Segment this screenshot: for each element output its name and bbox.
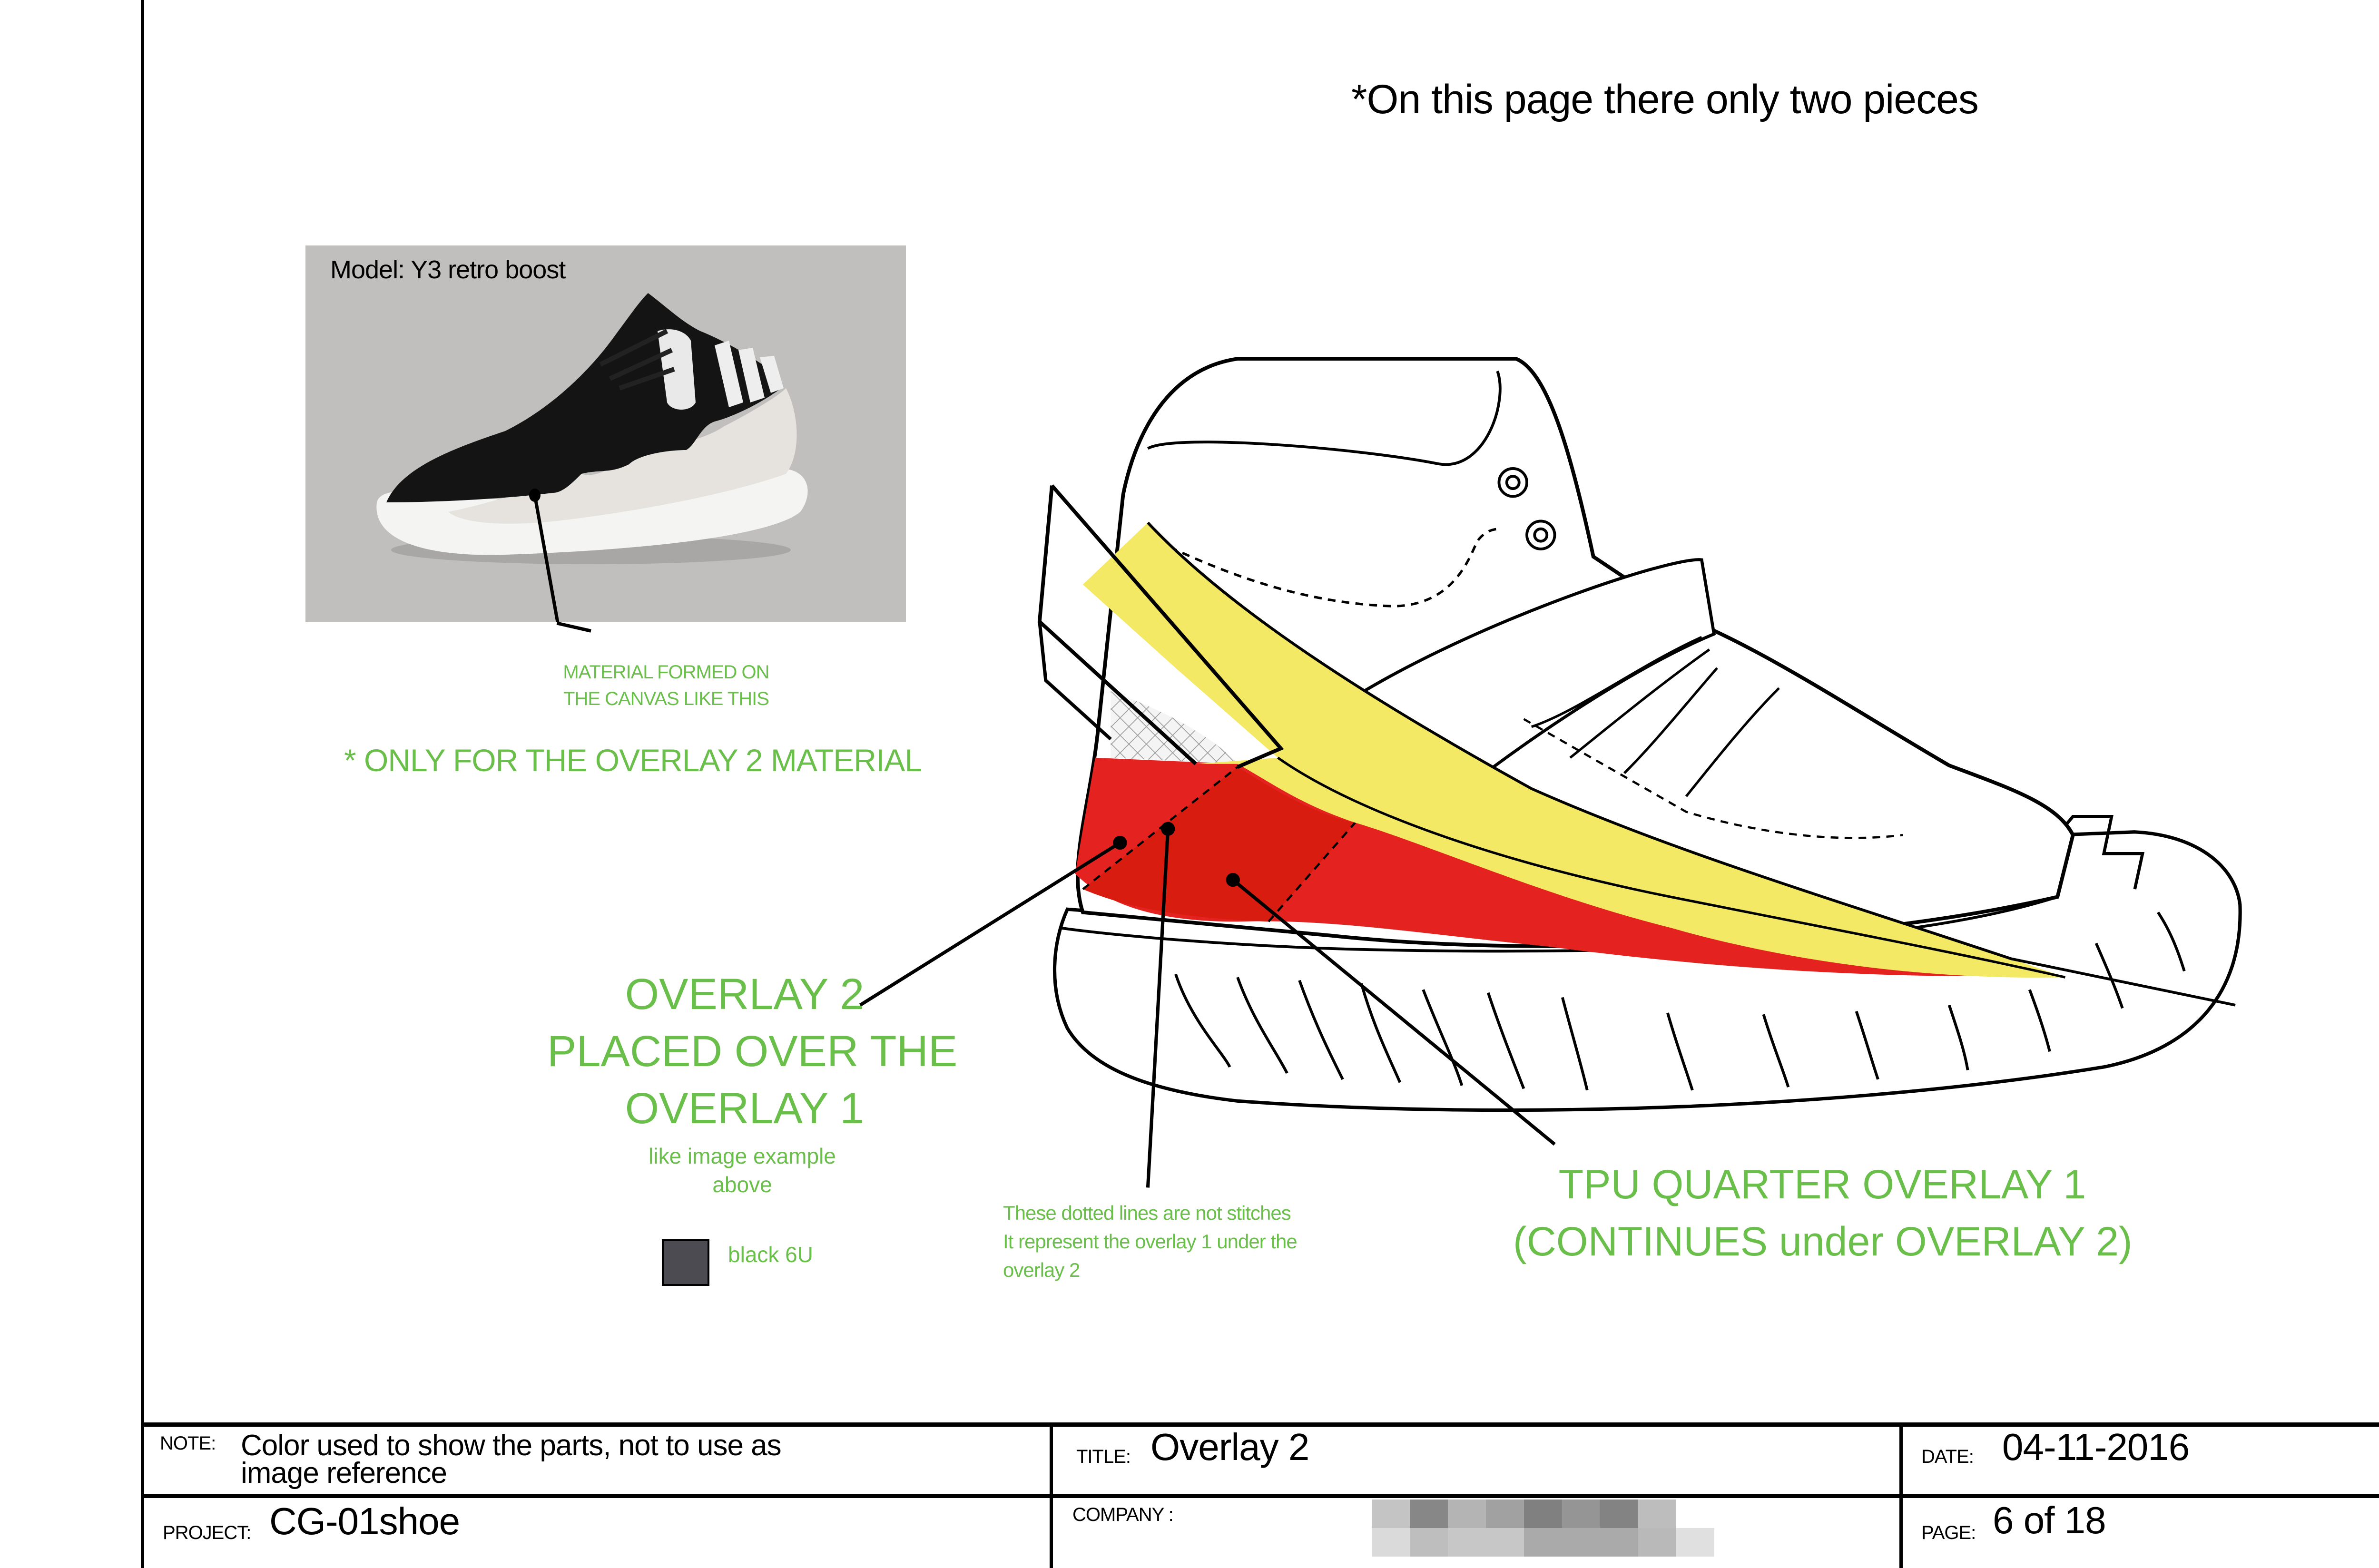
material-formed-note: MATERIAL FORMED ON THE CANVAS LIKE THIS <box>563 662 769 709</box>
title-block-mid-border <box>141 1494 2379 1498</box>
page-value: 6 of 18 <box>1993 1499 2106 1541</box>
only-overlay-note: * ONLY FOR THE OVERLAY 2 MATERIAL <box>344 743 922 778</box>
overlap-region <box>1082 767 1356 922</box>
date-key: DATE: <box>1921 1446 1974 1467</box>
page-border-left <box>141 0 144 1568</box>
tpu-overlay-1-label: TPU QUARTER OVERLAY 1 (CONTINUES under O… <box>1513 1162 2133 1264</box>
reference-shoe-image <box>376 293 808 622</box>
strap <box>1358 558 1716 775</box>
like-image-note: like image example above <box>649 1144 836 1197</box>
company-key: COMPANY : <box>1072 1504 1174 1525</box>
eyelets <box>1497 467 1556 550</box>
project-value: CG-01shoe <box>269 1500 460 1542</box>
note-key: NOTE: <box>160 1433 216 1454</box>
dotted-lines-note: These dotted lines are not stitches It r… <box>1003 1202 1298 1281</box>
reference-photo: Model: Y3 retro boost <box>305 245 906 622</box>
model-label: Model: Y3 retro boost <box>330 255 566 284</box>
title-block-divider-1 <box>1050 1422 1053 1568</box>
mesh-heel <box>1111 691 1238 764</box>
photo-callout-line <box>556 621 591 633</box>
page-note: *On this page there only two pieces <box>1351 77 1979 122</box>
swatch-label: black 6U <box>728 1242 813 1267</box>
date-value: 04-11-2016 <box>2002 1426 2190 1468</box>
overlay-1-yellow <box>1039 485 2065 978</box>
laces <box>1531 636 1780 797</box>
title-value: Overlay 2 <box>1150 1426 1309 1468</box>
tread-lugs <box>1174 911 2186 1091</box>
callout-leaders <box>859 822 1556 1188</box>
color-swatch-black <box>662 1239 709 1286</box>
project-key: PROJECT: <box>163 1522 251 1543</box>
note-value: Color used to show the parts, not to use… <box>241 1429 782 1490</box>
title-block-divider-2 <box>1899 1422 1903 1568</box>
title-block-top-border <box>141 1422 2379 1427</box>
overlay-2-label: OVERLAY 2 PLACED OVER THE OVERLAY 1 <box>547 970 958 1133</box>
company-value-redacted <box>1372 1499 1714 1557</box>
title-key: TITLE: <box>1076 1446 1131 1467</box>
page-key: PAGE: <box>1921 1522 1976 1543</box>
